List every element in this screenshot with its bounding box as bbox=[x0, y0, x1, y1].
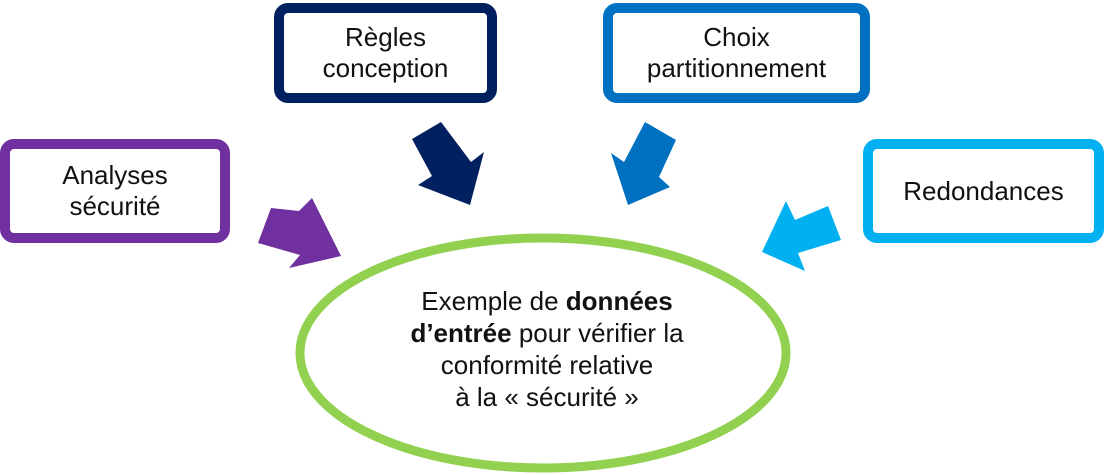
center-ellipse bbox=[295, 233, 791, 473]
center-line2-suffix: pour vérifier la bbox=[511, 318, 684, 348]
arrow-regles-icon bbox=[412, 122, 484, 205]
center-line-1: Exemple de données bbox=[330, 285, 764, 317]
box-choix-label: Choix partitionnement bbox=[646, 22, 827, 83]
center-line-4: à la « sécurité » bbox=[455, 382, 639, 412]
box-redondances-label: Redondances bbox=[903, 175, 1064, 206]
arrow-redondances-icon bbox=[762, 201, 841, 271]
center-line2-bold: d’entrée bbox=[410, 318, 512, 348]
box-choix-partitionnement: Choix partitionnement bbox=[603, 3, 870, 103]
arrow-choix-icon bbox=[611, 122, 676, 205]
center-description: Exemple de données d’entrée pour vérifie… bbox=[330, 285, 764, 413]
center-line-2: d’entrée pour vérifier la bbox=[330, 317, 764, 349]
center-line1-prefix: Exemple de bbox=[421, 286, 566, 316]
box-analyses-securite: Analyses sécurité bbox=[0, 139, 230, 243]
center-line1-bold: données bbox=[565, 286, 673, 316]
box-regles-label: Règles conception bbox=[322, 22, 449, 83]
arrow-analyses-icon bbox=[258, 198, 341, 268]
center-line-3: conformité relative bbox=[440, 350, 654, 380]
box-regles-conception: Règles conception bbox=[274, 3, 497, 103]
box-analyses-label: Analyses sécurité bbox=[62, 160, 168, 221]
box-redondances: Redondances bbox=[863, 139, 1104, 243]
